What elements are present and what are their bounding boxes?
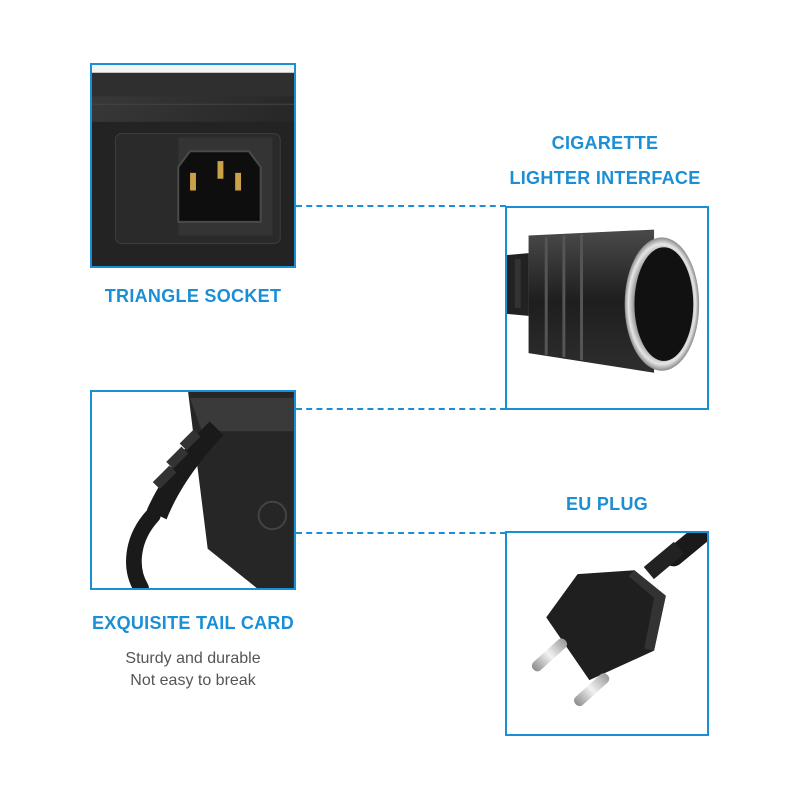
connector-line — [296, 205, 506, 207]
connector-line — [296, 408, 506, 410]
cigarette-label-line1: CIGARETTE — [551, 133, 659, 153]
eu-plug-image — [505, 531, 709, 736]
tail-card-label: EXQUISITE TAIL CARD — [91, 613, 295, 633]
connector-line — [296, 532, 506, 534]
cigarette-label-line2: LIGHTER INTERFACE — [509, 168, 701, 188]
eu-plug-label: EU PLUG — [565, 494, 649, 514]
tail-card-desc-line1: Sturdy and durable — [125, 650, 261, 667]
triangle-socket-label: TRIANGLE SOCKET — [104, 286, 282, 306]
triangle-socket-image — [90, 63, 296, 268]
tail-card-image — [90, 390, 296, 590]
tail-card-desc-line2: Not easy to break — [130, 672, 256, 689]
eu-plug-icon — [507, 533, 707, 734]
cigarette-lighter-image — [505, 206, 709, 410]
cigarette-lighter-socket-icon — [507, 208, 707, 408]
c14-socket-icon — [92, 65, 294, 266]
cable-strain-relief-icon — [92, 392, 294, 588]
